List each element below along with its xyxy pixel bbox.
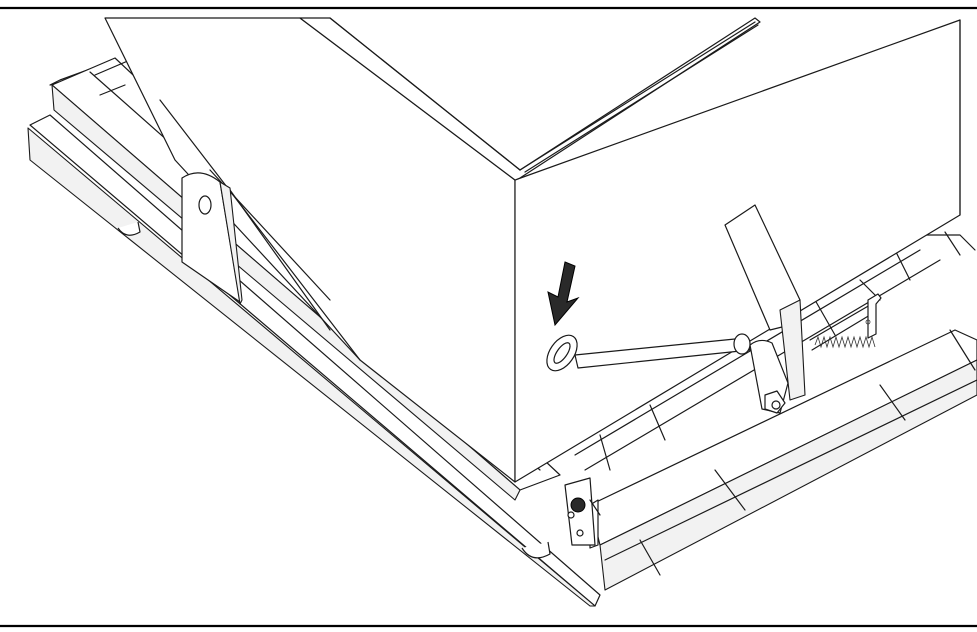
tension-spring — [809, 304, 876, 351]
front-foot — [521, 541, 551, 559]
pivot-hole — [198, 195, 212, 215]
rivet-details — [589, 319, 871, 516]
left-foot — [117, 221, 141, 236]
release-handle[interactable] — [541, 330, 751, 377]
latch-assembly — [724, 204, 882, 414]
frame-border — [0, 6, 977, 628]
hopper-top-rim — [299, 17, 761, 181]
down-arrow-icon — [547, 261, 580, 327]
corner-hinge — [564, 477, 596, 546]
pivot-bracket — [181, 172, 243, 305]
